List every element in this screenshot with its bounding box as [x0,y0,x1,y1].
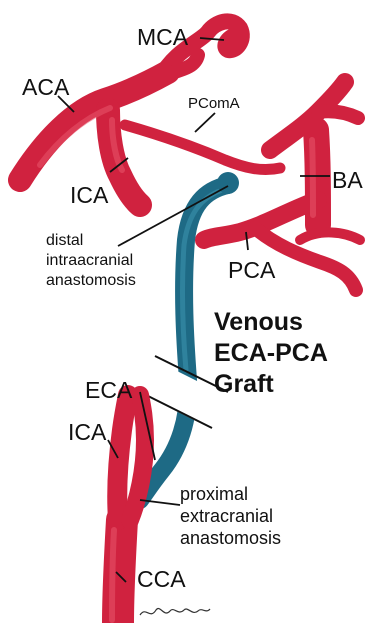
venous-graft [140,172,239,500]
label-ba: BA [332,167,363,193]
pcoma-vessel [125,125,280,170]
ica-lower-vessel [117,395,128,520]
label-eca: ECA [85,377,133,403]
label-distal-3: anastomosis [46,272,136,289]
label-pcoma: PComA [188,95,240,112]
label-mca: MCA [137,24,189,50]
label-proximal-1: proximal [180,484,248,504]
label-cca: CCA [137,566,186,592]
pca-tip-branch [300,232,360,240]
label-distal-2: intraacranial [46,252,133,269]
label-distal-1: distal [46,232,83,249]
label-ica-lower: ICA [68,419,107,445]
label-proximal-2: extracranial [180,506,273,526]
label-graft-1: Venous [214,308,303,336]
pca-upper-branch [318,111,358,118]
label-ica-upper: ICA [70,182,109,208]
label-aca: ACA [22,74,70,100]
ba-vessel [316,130,318,225]
label-graft-2: ECA-PCA [214,339,328,367]
cca-vessel [118,520,122,623]
label-pca: PCA [228,257,276,283]
artist-signature [140,608,210,615]
label-graft-3: Graft [214,370,274,398]
label-proximal-3: anastomosis [180,528,281,548]
